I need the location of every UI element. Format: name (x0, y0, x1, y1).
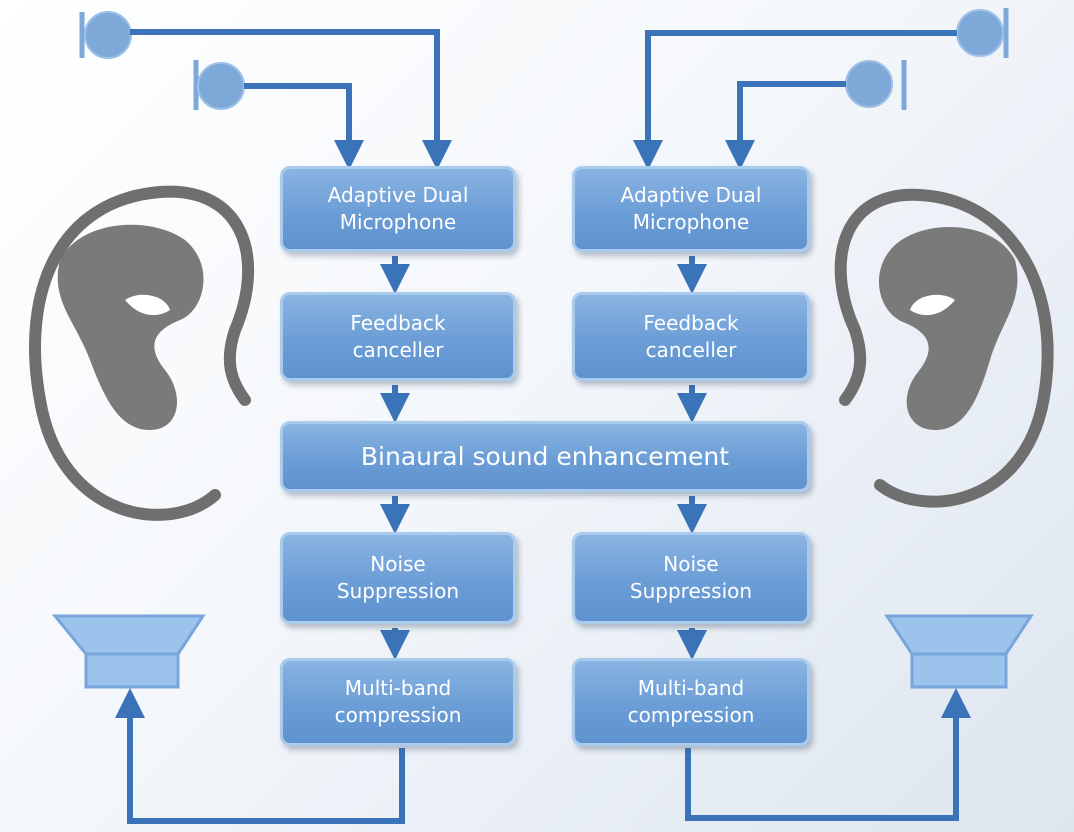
mic-line-outer-left (130, 29, 452, 170)
output-line-right (685, 688, 971, 821)
noise-suppression-right: Noise Suppression (572, 532, 810, 624)
microphone-icon-outer-right (956, 8, 1009, 58)
speaker-icon-left (51, 614, 206, 689)
multi-band-compression-right: Multi-band compression (572, 658, 810, 746)
microphone-icon-inner-left (193, 60, 245, 110)
multi-band-compression-left: Multi-band compression (280, 658, 516, 746)
mic-line-inner-left (244, 83, 364, 170)
mic-line-inner-right (725, 81, 846, 170)
microphone-icon-inner-right (845, 60, 907, 110)
feedback-canceller-left: Feedback canceller (280, 292, 516, 381)
microphone-icon-outer-left (79, 11, 132, 59)
feedback-canceller-right: Feedback canceller (572, 292, 810, 381)
right-ear-icon (834, 188, 1054, 508)
output-line-left (115, 688, 405, 824)
adaptive-dual-microphone-left: Adaptive Dual Microphone (280, 166, 516, 252)
left-ear-icon (29, 185, 255, 521)
mic-line-outer-right (633, 30, 957, 170)
binaural-sound-enhancement: Binaural sound enhancement (280, 421, 810, 492)
speaker-icon-right (884, 614, 1034, 689)
adaptive-dual-microphone-right: Adaptive Dual Microphone (572, 166, 810, 252)
noise-suppression-left: Noise Suppression (280, 532, 516, 624)
